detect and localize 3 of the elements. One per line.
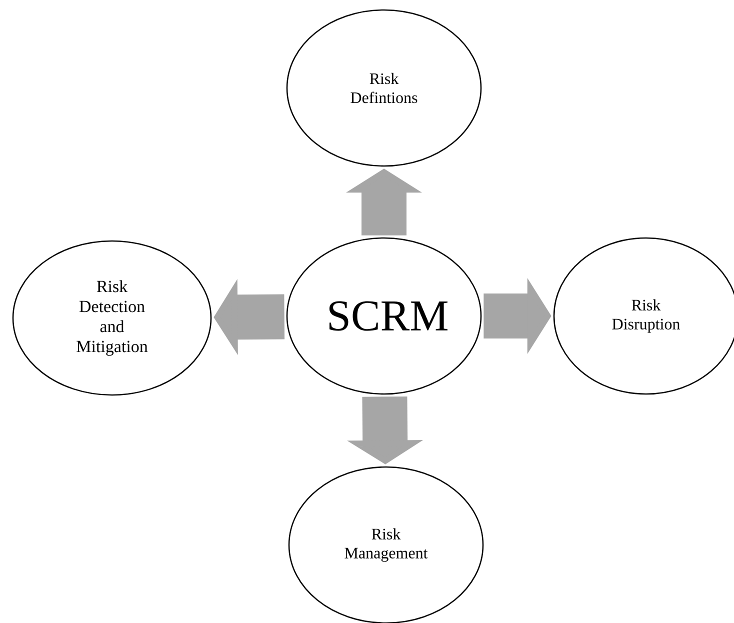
ellipse-node: SCRM <box>286 237 482 395</box>
ellipse-node: Risk Detection and Mitigation <box>12 240 212 396</box>
ellipse-node: Risk Defintions <box>286 9 482 167</box>
